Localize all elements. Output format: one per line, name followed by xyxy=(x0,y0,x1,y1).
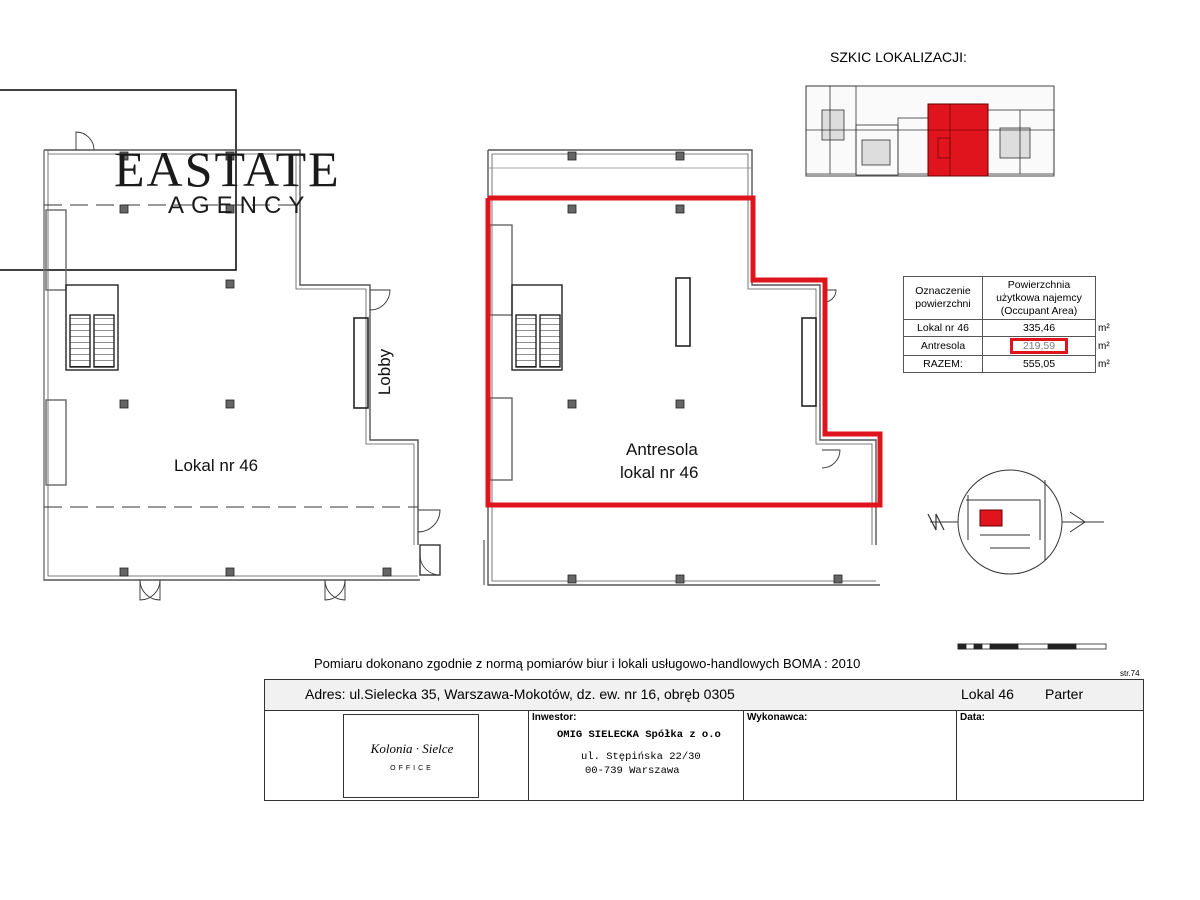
area-row-unit: m² xyxy=(1095,355,1119,373)
watermark-subtitle: AGENCY xyxy=(168,192,312,219)
investor-city: 00-739 Warszawa xyxy=(585,765,680,777)
watermark-title: EASTATE xyxy=(114,141,341,197)
area-row-value: 555,05 xyxy=(982,355,1096,373)
location-sketch-title: SZKIC LOKALIZACJI: xyxy=(830,49,967,65)
right-floor-plan xyxy=(483,149,880,586)
area-table: Oznaczenie powierzchni Powierzchnia użyt… xyxy=(903,276,1119,373)
area-row-unit: m² xyxy=(1095,336,1119,356)
area-row-name: Lokal nr 46 xyxy=(903,319,983,337)
area-table-header: Oznaczenie powierzchni Powierzchnia użyt… xyxy=(903,276,1119,320)
area-row-name: RAZEM: xyxy=(903,355,983,373)
investor-label: Inwestor: xyxy=(532,712,577,723)
floor-text: Parter xyxy=(1045,686,1084,702)
area-row-name: Antresola xyxy=(903,336,983,356)
area-row-total: RAZEM: 555,05 m² xyxy=(903,355,1119,373)
investor-street: ul. Stępińska 22/30 xyxy=(581,751,701,763)
sheet-code: str.74 xyxy=(1120,669,1140,678)
area-header-designation: Oznaczenie powierzchni xyxy=(903,276,983,320)
watermark-frame xyxy=(0,89,237,271)
title-block-address-row: Adres: ul.Sielecka 35, Warszawa-Mokotów,… xyxy=(265,680,1143,711)
investor-cell: Inwestor: OMIG SIELECKA Spółka z o.o ul.… xyxy=(529,711,744,801)
area-header-occupant: Powierzchnia użytkowa najemcy (Occupant … xyxy=(982,276,1096,320)
area-row-lokal: Lokal nr 46 335,46 m² xyxy=(903,319,1119,337)
unit-text: Lokal 46 xyxy=(961,686,1014,702)
lokal-label: Lokal nr 46 xyxy=(174,456,259,475)
area-row-unit: m² xyxy=(1095,319,1119,337)
area-header-unit-spacer xyxy=(1095,276,1119,320)
left-plan-columns xyxy=(119,151,392,577)
area-row-antresola: Antresola 219,59 m² xyxy=(903,336,1119,356)
logo-script: Kolonia · Sielce xyxy=(370,741,454,756)
date-label: Data: xyxy=(960,712,986,723)
antresola-label: Antresola xyxy=(626,440,698,459)
scale-bar xyxy=(957,643,1107,650)
investor-name: OMIG SIELECKA Spółka z o.o xyxy=(557,729,721,741)
antresola-highlight-outline xyxy=(485,195,883,508)
area-row-value: 335,46 xyxy=(982,319,1096,337)
logo-subtitle: OFFICE xyxy=(390,765,434,772)
title-block: Adres: ul.Sielecka 35, Warszawa-Mokotów,… xyxy=(264,679,1144,801)
location-sketch xyxy=(805,85,1055,177)
site-map xyxy=(927,469,1104,575)
right-plan-columns xyxy=(567,151,843,584)
area-row-value-highlighted: 219,59 xyxy=(1009,338,1069,354)
measurement-note: Pomiaru dokonano zgodnie z normą pomiaró… xyxy=(314,656,861,671)
date-cell: Data: xyxy=(957,711,1143,801)
address-text: Adres: ul.Sielecka 35, Warszawa-Mokotów,… xyxy=(305,686,735,702)
logo-cell: Kolonia · Sielce OFFICE xyxy=(265,711,529,801)
contractor-cell: Wykonawca: xyxy=(744,711,957,801)
antresola-sub-label: lokal nr 46 xyxy=(620,463,699,482)
left-floor-plan xyxy=(43,131,441,601)
contractor-label: Wykonawca: xyxy=(747,712,808,723)
lobby-label: Lobby xyxy=(375,348,395,396)
logo-box: Kolonia · Sielce OFFICE xyxy=(343,714,479,798)
